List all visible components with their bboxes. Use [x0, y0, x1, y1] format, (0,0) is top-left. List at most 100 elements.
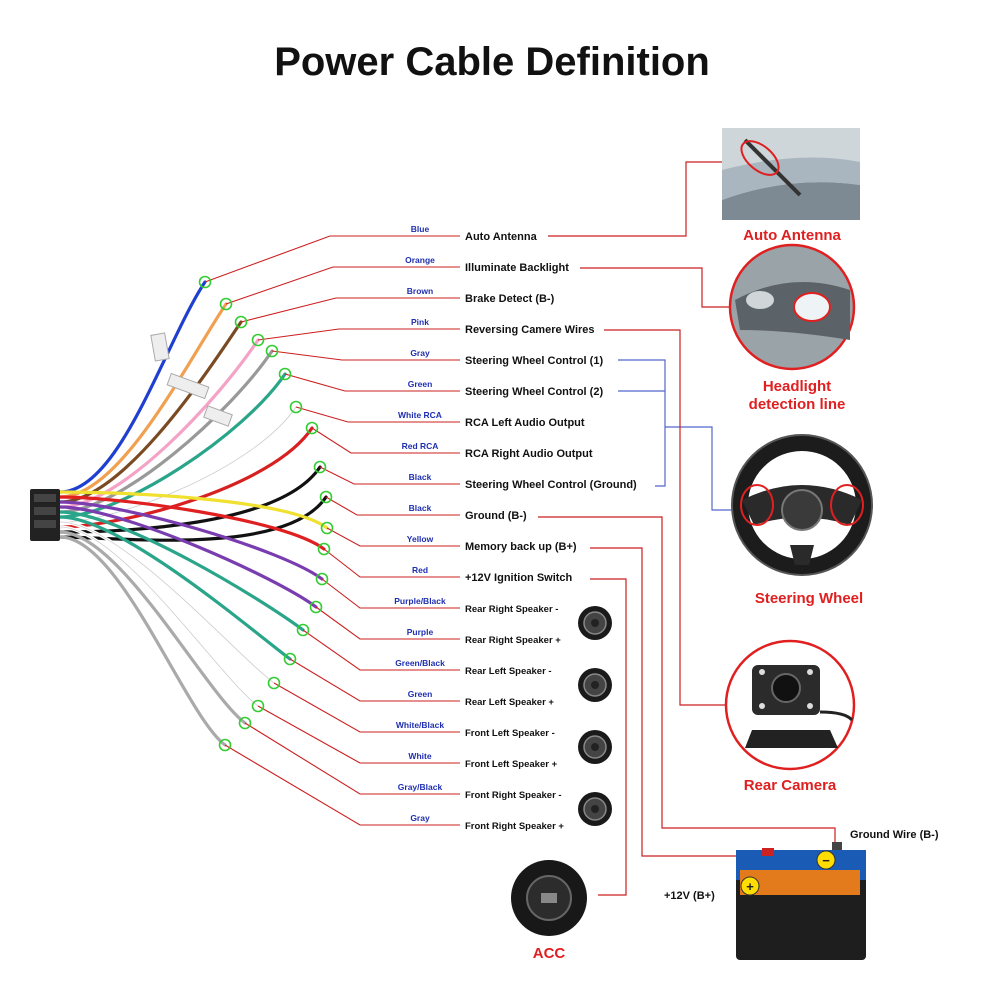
wire-function-label: Auto Antenna: [465, 231, 538, 243]
wire-marker-circle: [267, 676, 281, 690]
wire-function-label: Brake Detect (B-): [465, 293, 555, 305]
wire-function-label: Rear Right Speaker +: [465, 635, 561, 646]
wire-leader-line: [240, 297, 460, 323]
wire-color-label: Orange: [405, 255, 435, 265]
wire-marker-circle: [251, 333, 265, 347]
wire-marker-circle: [296, 623, 310, 637]
wire-marker-circle: [319, 490, 333, 504]
wire-marker-circle: [238, 716, 252, 730]
callout-acc-label: ACC: [533, 945, 566, 962]
wire-color-label: Green/Black: [395, 658, 445, 668]
wire-leader-line: [311, 427, 460, 454]
wire-leader-line: [321, 578, 460, 609]
battery-graphic: + −: [736, 842, 866, 960]
wire-marker-circle: [317, 542, 331, 556]
wire-function-label: Rear Right Speaker -: [465, 604, 558, 615]
wire-leader-line: [224, 744, 460, 826]
wire-color-label: White/Black: [396, 720, 444, 730]
wire-color-label: Blue: [411, 224, 430, 234]
wire-marker-circle: [198, 275, 212, 289]
wire-function-label: +12V Ignition Switch: [465, 572, 573, 584]
wire-color-label: Red: [412, 565, 428, 575]
callout-steering-label: Steering Wheel: [755, 590, 863, 607]
wire-marker-circle: [218, 738, 232, 752]
harness-wire: [58, 426, 314, 529]
wire-function-label: Front Right Speaker -: [465, 790, 562, 801]
wire-function-label: Front Right Speaker +: [465, 821, 564, 832]
wire-color-label: Purple: [407, 627, 434, 637]
wire-function-label: Ground (B-): [465, 510, 527, 522]
steering-bracket: [618, 359, 748, 511]
harness-wire: [58, 372, 287, 519]
speaker-icon: [578, 730, 612, 764]
wire-leaders: [198, 235, 460, 826]
harness-wire: [58, 338, 260, 509]
harness-wire: [58, 500, 324, 581]
wire-function-label: Steering Wheel Control (1): [465, 355, 603, 367]
wire-leader-line: [289, 658, 460, 702]
wire-function-label: Front Left Speaker -: [465, 728, 555, 739]
wire-function-label: RCA Left Audio Output: [465, 417, 585, 429]
callout-camera-label: Rear Camera: [744, 777, 837, 794]
harness-wire: [58, 495, 326, 551]
harness-wire: [58, 535, 227, 747]
callout-headlight-line1: Headlight: [763, 378, 831, 395]
speaker-icons: [578, 606, 612, 826]
wire-marker-circle: [265, 344, 279, 358]
wire-leader-line: [319, 466, 460, 485]
wire-leader-line: [323, 548, 460, 578]
wire-function-label: Illuminate Backlight: [465, 262, 569, 274]
wire-color-label: Purple/Black: [394, 596, 446, 606]
wire-leader-line: [284, 373, 460, 392]
callout-antenna-label: Auto Antenna: [743, 227, 841, 244]
harness-wire-outline: [59, 406, 297, 523]
harness-wire: [58, 280, 207, 494]
svg-text:+: +: [746, 879, 754, 894]
wire-color-label: Black: [409, 503, 432, 513]
wire-marker-circle: [315, 572, 329, 586]
wire-leader-line: [273, 682, 460, 733]
harness-wire: [58, 505, 318, 609]
acc-ignition-graphic: [511, 860, 587, 936]
wire-leader-line: [204, 235, 460, 283]
speaker-icon: [578, 792, 612, 826]
wire-color-label: Gray/Black: [398, 782, 443, 792]
wire-function-label: Front Left Speaker +: [465, 759, 558, 770]
svg-text:−: −: [822, 853, 830, 868]
wire-function-label: Steering Wheel Control (2): [465, 386, 603, 398]
wire-leader-line: [302, 629, 460, 671]
battery-plus-label: +12V (B+): [664, 890, 715, 902]
wire-marker-circle: [278, 367, 292, 381]
wire-marker-circle: [283, 652, 297, 666]
wire-marker-circle: [320, 521, 334, 535]
wire-color-label: Gray: [410, 813, 430, 823]
wire-marker-circle: [251, 699, 265, 713]
wire-marker-circle: [219, 297, 233, 311]
wire-leader-line: [325, 496, 460, 516]
callout-headlight-line2: detection line: [749, 396, 846, 413]
wire-color-label: Green: [408, 689, 433, 699]
speaker-icon: [578, 668, 612, 702]
wire-marker-circle: [234, 315, 248, 329]
wire-marker-circle: [313, 460, 327, 474]
wire-leader-line: [257, 328, 460, 341]
harness-wire: [58, 490, 329, 530]
wire-leader-line: [244, 722, 460, 795]
wire-color-label: Yellow: [407, 534, 434, 544]
wire-marker-circle: [309, 600, 323, 614]
wire-leader-line: [295, 406, 460, 423]
ground-wire-label: Ground Wire (B-): [850, 829, 939, 841]
wire-marker-circle: [305, 421, 319, 435]
wire-color-label: Red RCA: [402, 441, 439, 451]
headlight-photo: [728, 243, 856, 371]
harness-wire: [58, 465, 322, 534]
harness-wire: [58, 349, 274, 514]
steering-wheel-photo: [731, 434, 873, 576]
wire-color-label: Pink: [411, 317, 429, 327]
wire-color-label: White RCA: [398, 410, 442, 420]
wire-color-label: Green: [408, 379, 433, 389]
wire-marker-circle: [289, 400, 303, 414]
harness-wire-outline: [59, 521, 275, 684]
